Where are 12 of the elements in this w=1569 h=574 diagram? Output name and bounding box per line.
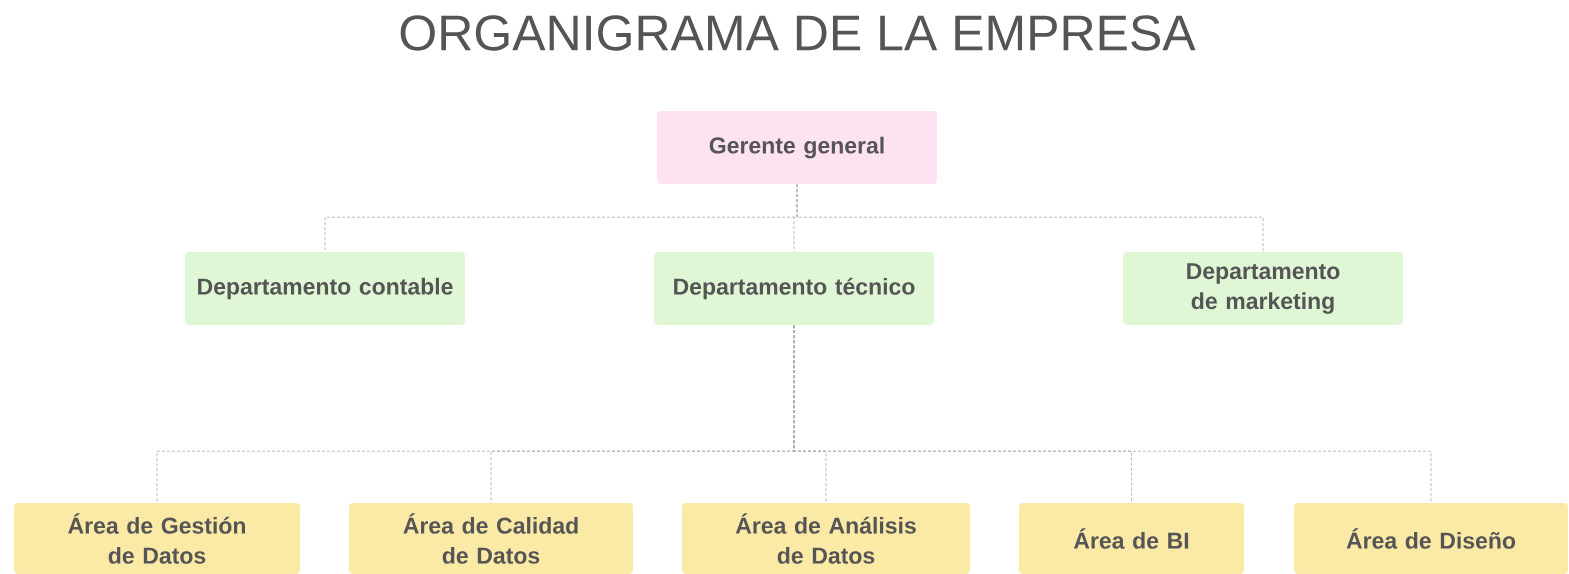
connector xyxy=(793,324,1432,504)
department-box: Departamento contable xyxy=(185,252,465,325)
manager-box: Gerente general xyxy=(657,111,937,184)
title: ORGANIGRAMA DE LA EMPRESA xyxy=(400,15,1196,51)
area-box: Área de Calidad de Datos xyxy=(349,503,633,574)
area-box: Área de Análisis de Datos xyxy=(682,503,970,574)
department-box: Departamento de marketing xyxy=(1123,252,1403,325)
department-box: Departamento técnico xyxy=(654,252,934,325)
area-box: Área de BI xyxy=(1019,503,1244,574)
area-box: Área de Diseño xyxy=(1294,503,1568,574)
area-box: Área de Gestión de Datos xyxy=(14,503,300,574)
connector xyxy=(796,183,1264,253)
